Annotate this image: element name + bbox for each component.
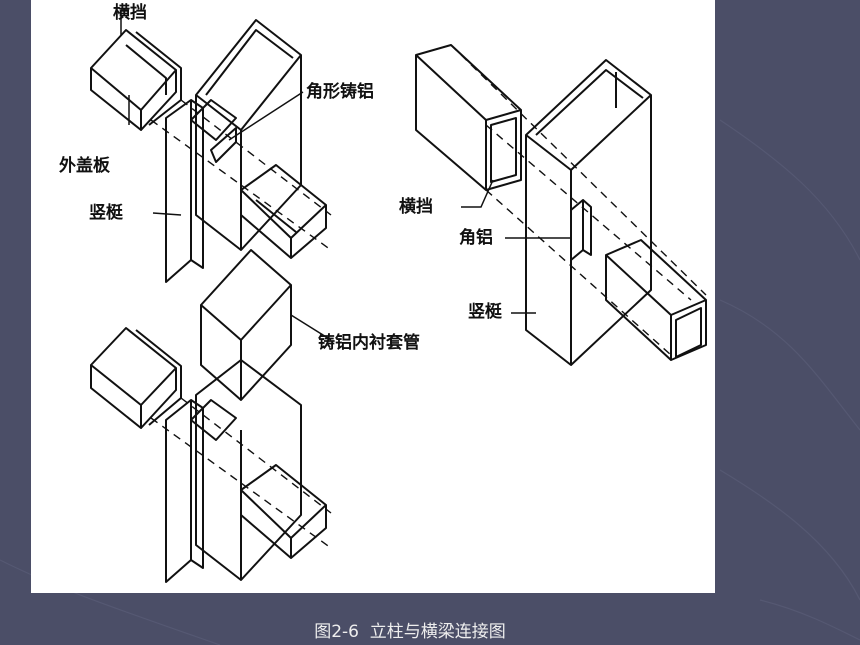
upper-mullion-tube xyxy=(195,19,302,251)
right-transom-left xyxy=(415,44,522,191)
upper-right-transom xyxy=(240,164,327,259)
lower-cover-plate xyxy=(165,399,204,583)
caption-text: 立柱与横梁连接图 xyxy=(369,622,506,642)
label-transom-right: 横挡 xyxy=(399,197,433,217)
label-mullion-right: 竖梃 xyxy=(468,302,502,322)
lower-right-transom xyxy=(240,464,327,559)
inner-sleeve-tube xyxy=(200,249,292,401)
figure-panel: 横挡 角形铸铝 外盖板 竖梃 铸铝内衬套管 横挡 角铝 竖梃 xyxy=(31,0,715,593)
upper-left-transom xyxy=(90,29,182,131)
caption-number: 2-6 xyxy=(331,622,359,642)
caption-prefix: 图 xyxy=(314,622,332,642)
figure-caption: 图2-6 立柱与横梁连接图 xyxy=(0,617,820,642)
label-mullion-left: 竖梃 xyxy=(89,203,123,223)
lower-corner-casting xyxy=(190,399,237,441)
right-mullion xyxy=(525,59,652,366)
label-corner-aluminum: 角铝 xyxy=(459,228,493,248)
lower-left-transom xyxy=(90,327,182,429)
upper-cover-plate xyxy=(165,99,204,283)
right-corner-aluminum xyxy=(570,199,592,261)
right-transom-right xyxy=(605,239,707,361)
connection-diagram xyxy=(90,9,707,583)
label-transom-top: 横挡 xyxy=(113,3,147,23)
label-corner-casting: 角形铸铝 xyxy=(306,82,374,102)
label-inner-sleeve: 铸铝内衬套管 xyxy=(318,333,420,353)
label-outer-cover-plate: 外盖板 xyxy=(59,156,110,176)
